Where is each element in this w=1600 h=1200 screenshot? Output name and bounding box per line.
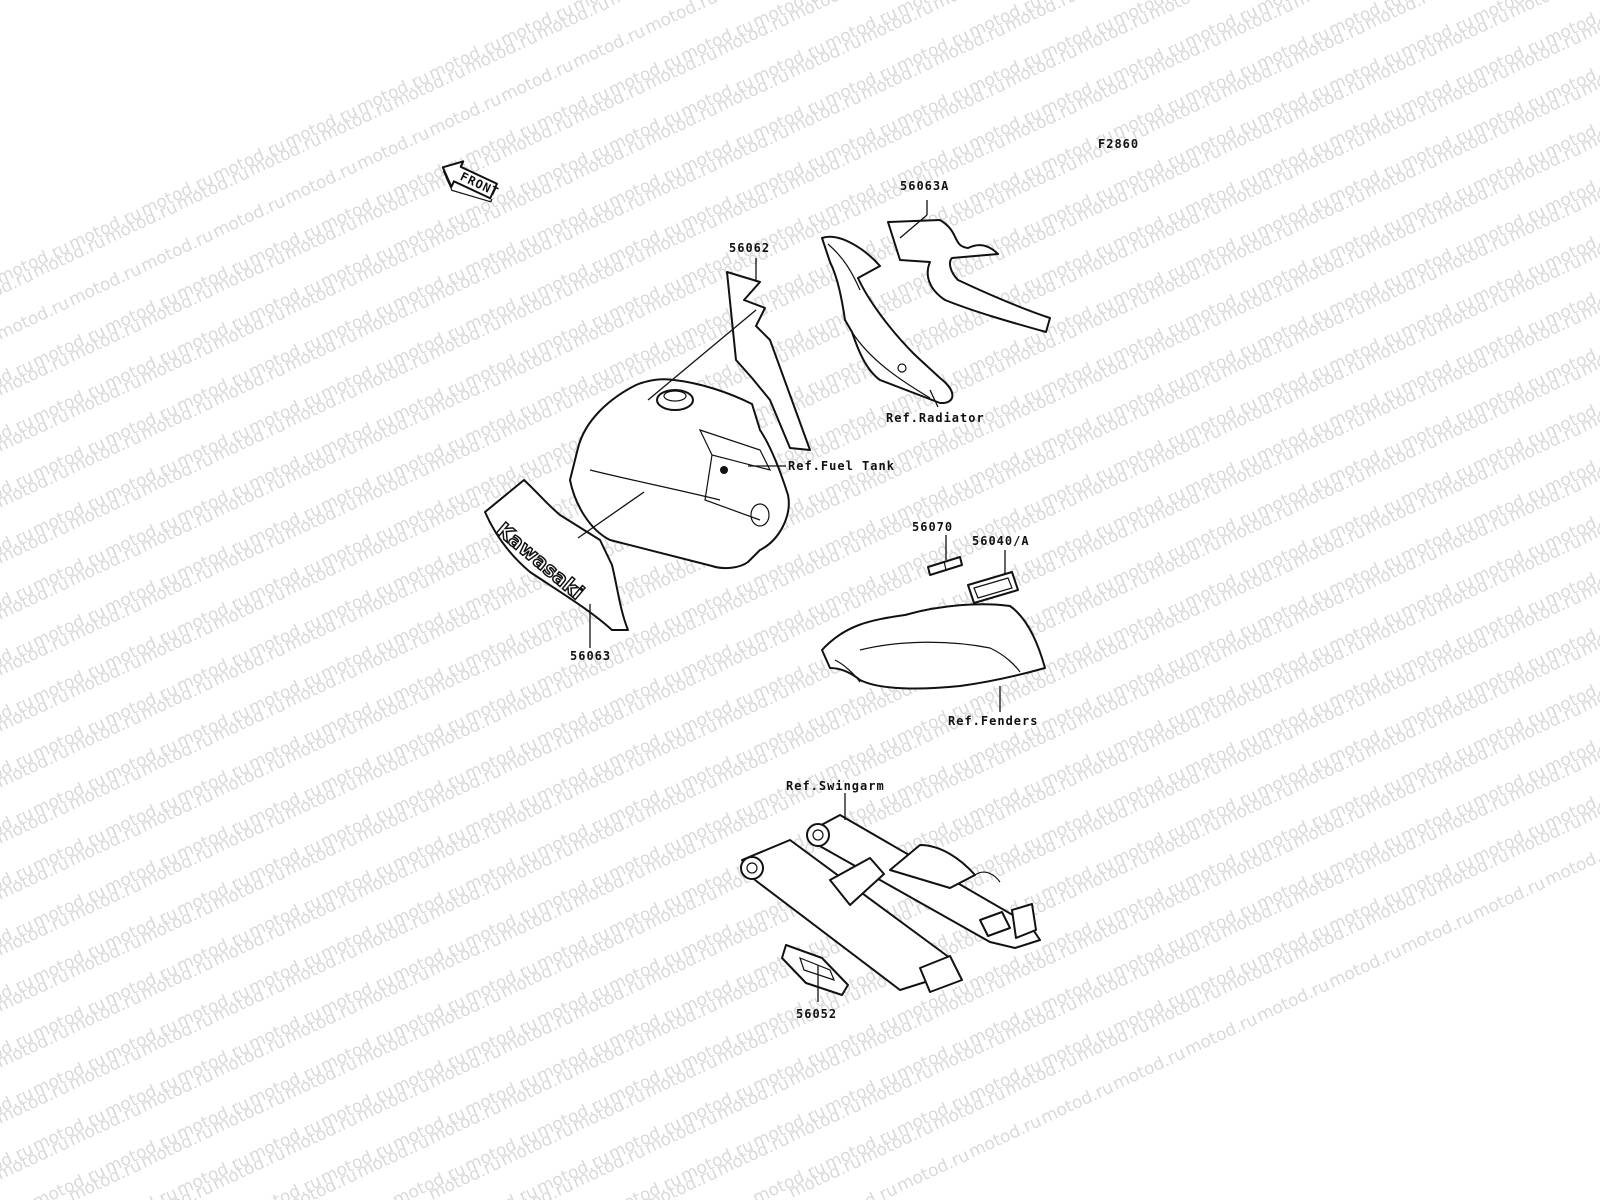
watermark-text: motod.ru [138,225,217,276]
watermark-text: motod.ru [498,55,577,106]
part-label-56062: 56062 [729,241,770,255]
watermark-text: motod.ru [66,259,145,310]
watermark-text: motod.ru [210,191,289,242]
watermark-text: motod.ru [1038,1077,1117,1128]
watermark-text: motod.ru [1470,873,1549,924]
ref-label-radiator: Ref.Radiator [886,411,985,425]
watermark-text: motod.ru [426,89,505,140]
rear-fender [821,603,1046,690]
watermark-text: motod.ru [1542,839,1600,890]
part-label-56063A: 56063A [900,179,949,193]
watermark-text: motod.ru [1182,1009,1261,1060]
part-label-56070: 56070 [912,520,953,534]
watermark-text: motod.ru [894,1145,973,1196]
watermark-text: motod.ru [1398,907,1477,958]
watermark-text: motod.ru [282,157,361,208]
part-label-56063: 56063 [570,649,611,663]
ref-label-fuel-tank: Ref.Fuel Tank [788,459,895,473]
part-label-56052: 56052 [796,1007,837,1021]
watermark-text: motod.ru [1326,941,1405,992]
watermark-text: motod.ru [570,21,649,72]
watermark-text: motod.ru [354,123,433,174]
watermark-text: motod.ru [966,1111,1045,1162]
watermark-text: motod.ru [1110,1043,1189,1094]
ref-label-fenders: Ref.Fenders [948,714,1038,728]
watermark-text: motod.ru [1254,975,1333,1026]
label-56040A [967,571,1019,604]
ref-label-swingarm: Ref.Swingarm [786,779,885,793]
figure-code: F2860 [1098,137,1139,151]
part-label-56040A: 56040/A [972,534,1030,548]
watermark-text: motod.ru [0,293,73,344]
